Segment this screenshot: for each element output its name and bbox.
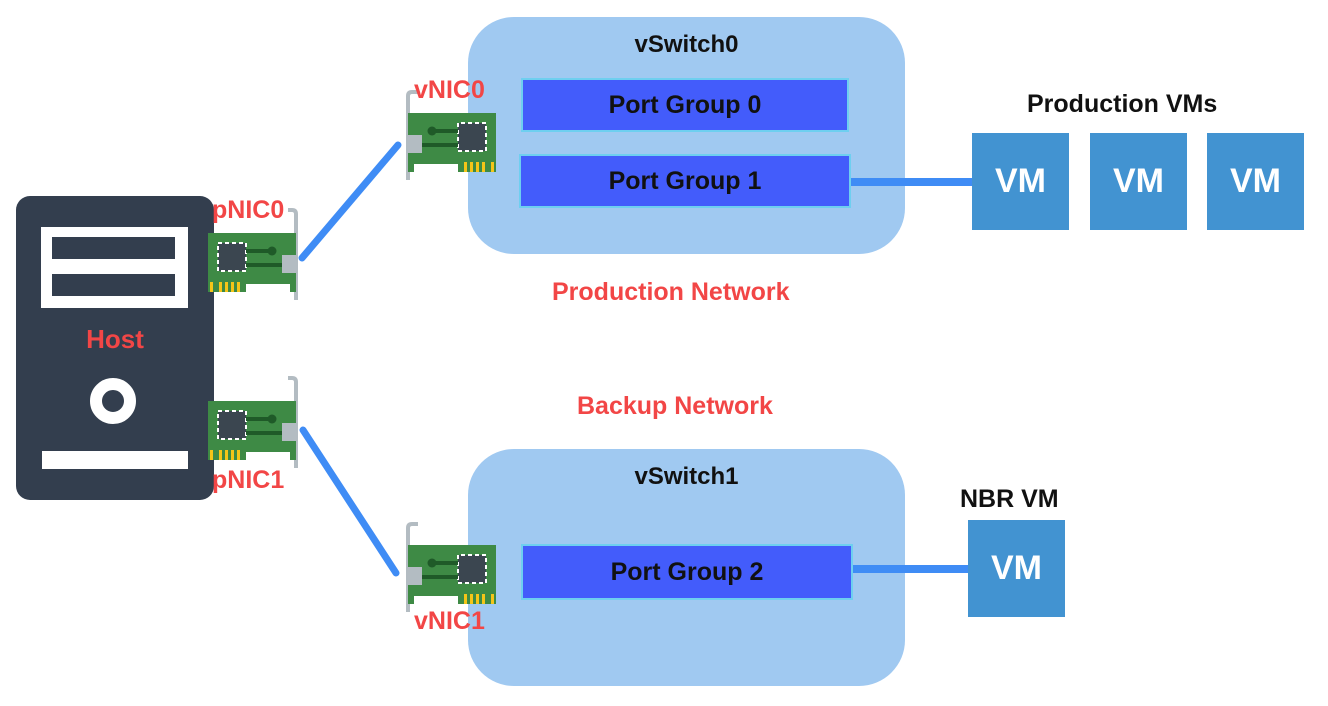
nbr-vm-title: NBR VM: [960, 485, 1059, 513]
production-network-label: Production Network: [552, 278, 790, 306]
drive-bay: [41, 227, 188, 308]
pnic1-card-icon[interactable]: [206, 376, 306, 472]
vnic0-card-icon[interactable]: [400, 90, 500, 186]
nbr-vm[interactable]: VM: [968, 520, 1065, 617]
drive-slot: [52, 237, 175, 259]
backup-network-label: Backup Network: [577, 392, 773, 420]
host-label: Host: [86, 324, 144, 354]
vnic0-label: vNIC0: [414, 76, 485, 104]
vswitch1-title: vSwitch1: [634, 463, 739, 490]
link-portgroup2-vm: [853, 565, 969, 573]
link-portgroup1-vm: [851, 178, 973, 186]
host-server[interactable]: Host: [16, 196, 214, 500]
pnic0-label: pNIC0: [212, 196, 285, 224]
port-group-2[interactable]: Port Group 2: [521, 544, 853, 600]
vswitch0[interactable]: vSwitch0 Port Group 0 Port Group 1: [468, 17, 905, 254]
power-button-icon: [90, 378, 136, 424]
port-group-0[interactable]: Port Group 0: [521, 78, 849, 132]
production-vm-3[interactable]: VM: [1207, 133, 1304, 230]
vswitch1[interactable]: vSwitch1 Port Group 2: [468, 449, 905, 686]
link-pnic1-vnic1: [299, 426, 400, 577]
vswitch0-title: vSwitch0: [634, 31, 739, 58]
vnic1-label: vNIC1: [414, 607, 485, 635]
host-bar: [42, 451, 188, 469]
drive-slot: [52, 274, 175, 296]
link-pnic0-vnic0: [298, 141, 402, 262]
production-vms-title: Production VMs: [1027, 90, 1218, 118]
production-vm-1[interactable]: VM: [972, 133, 1069, 230]
vnic1-card-icon[interactable]: [400, 522, 500, 618]
production-vm-2[interactable]: VM: [1090, 133, 1187, 230]
pnic1-label: pNIC1: [212, 466, 285, 494]
port-group-1[interactable]: Port Group 1: [519, 154, 851, 208]
pnic0-card-icon[interactable]: [206, 208, 306, 304]
